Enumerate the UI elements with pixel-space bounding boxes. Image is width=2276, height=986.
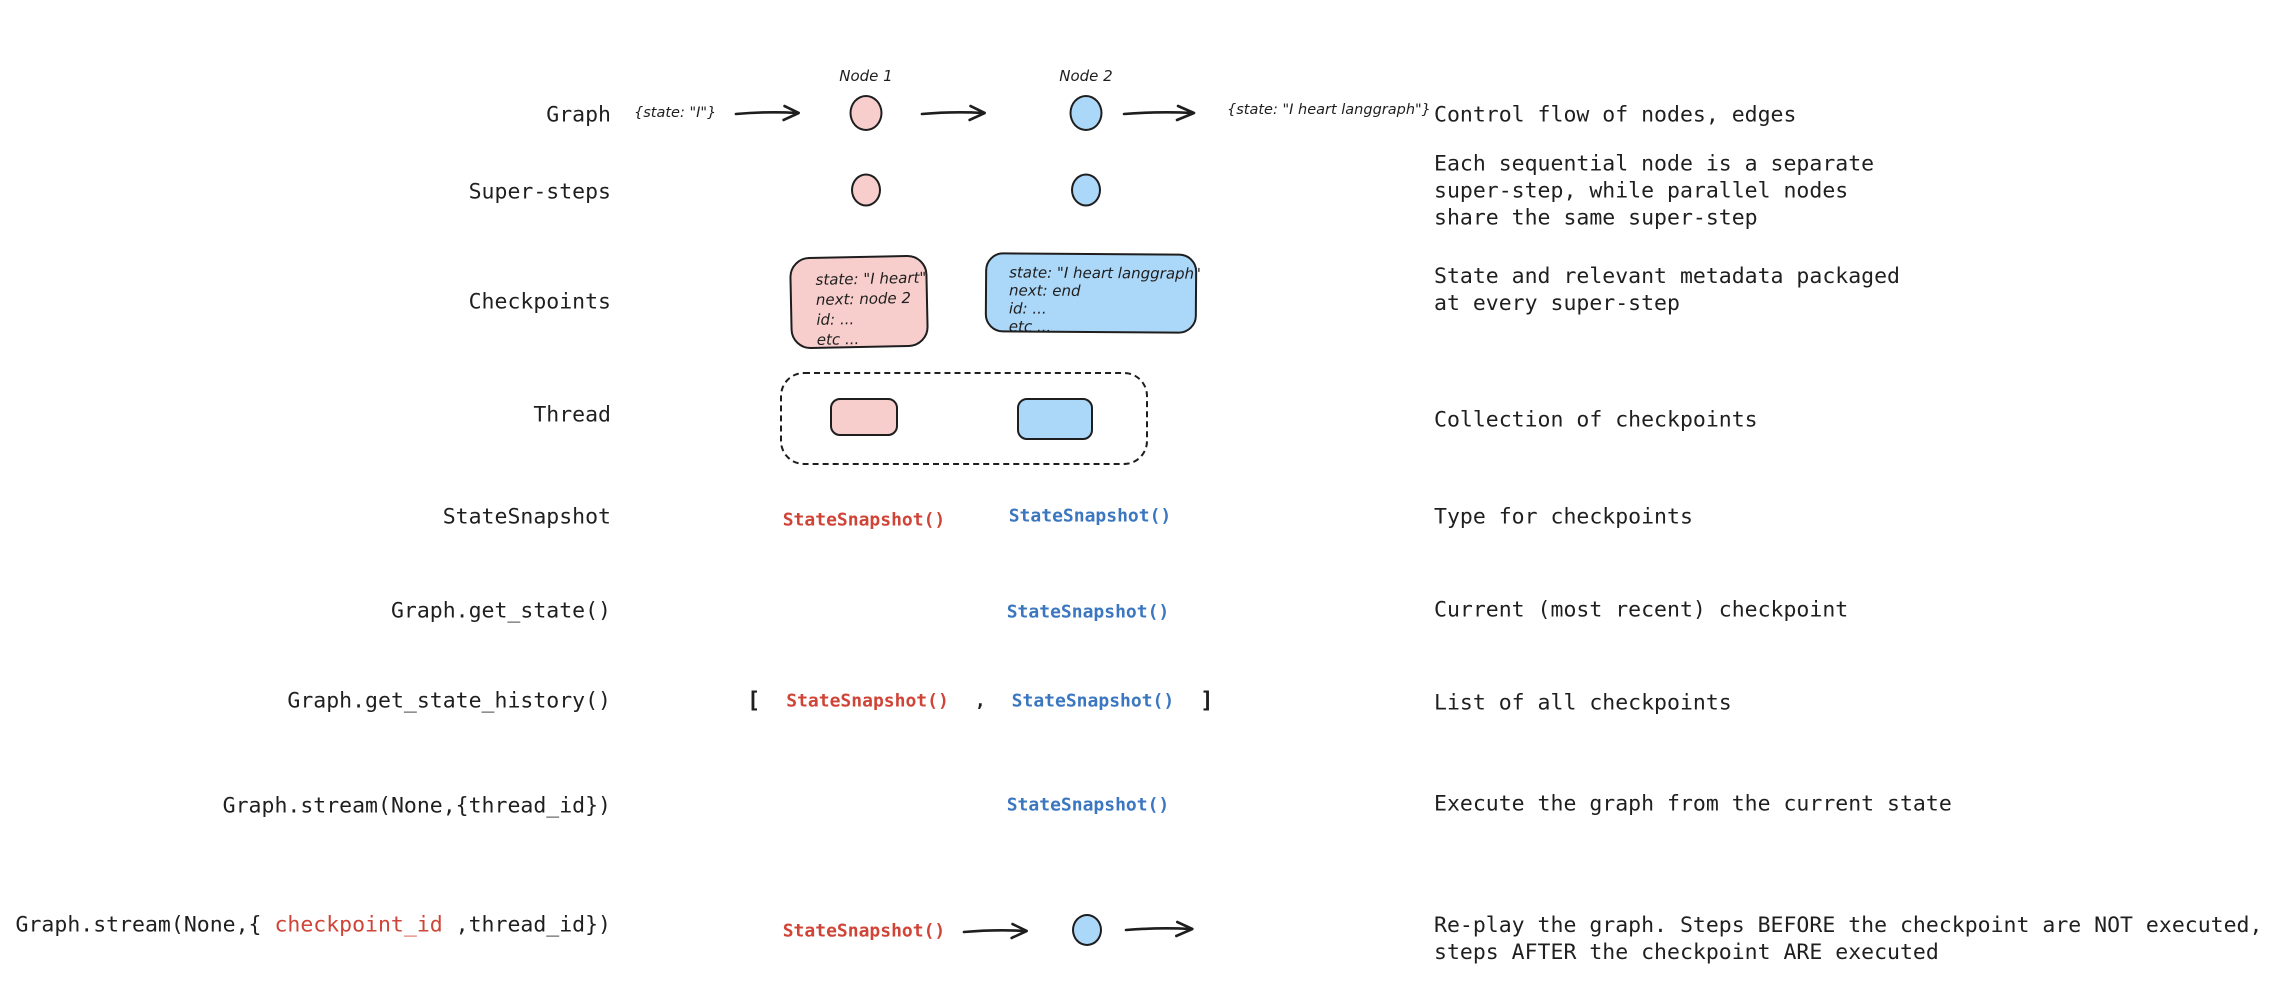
output-state-text: {state: "I heart langgraph"} [1227,102,1431,118]
statesnapshot-call-blue: StateSnapshot() [1008,505,1172,527]
row-label-statesnapshot: StateSnapshot [442,504,611,530]
checkpoint1-box: state: "I heart" next: node 2 id: ... et… [789,254,929,350]
checkpoint-line: next: end [1008,281,1081,300]
label-checkpoint-id: checkpoint_id [274,912,443,938]
node2-circle [1069,95,1103,131]
desc-stream-thread: Execute the graph from the current state [1434,791,1952,817]
desc-super-steps: Each sequential node is a separate super… [1434,151,1874,232]
desc-line: super-step, while parallel nodes [1434,178,1849,204]
statesnapshot-call-red: StateSnapshot() [786,690,949,712]
checkpoint-line: id: ... [816,310,855,329]
state-history-list: [ StateSnapshot() , StateSnapshot() ] [747,689,1213,714]
desc-stream-checkpoint: Re-play the graph. Steps BEFORE the chec… [1434,912,2262,966]
node1-label: Node 1 [839,67,893,85]
arrow-icon [962,922,1028,940]
desc-line: State and relevant metadata packaged [1434,264,1900,289]
statesnapshot-call-blue: StateSnapshot() [1011,690,1175,712]
row-label-graph: Graph [546,102,611,128]
arrow-icon [734,104,800,122]
replay-snapshot: StateSnapshot() [782,920,946,942]
open-bracket: [ [747,688,761,714]
super-step2-circle [1071,173,1101,207]
get-state-result: StateSnapshot() [1006,601,1170,623]
node1-circle [849,95,883,131]
row-label-stream-thread: Graph.stream(None,{thread_id}) [222,793,611,819]
desc-thread: Collection of checkpoints [1434,407,1758,433]
desc-checkpoints: State and relevant metadata packaged at … [1434,263,1900,317]
desc-line: steps AFTER the checkpoint ARE executed [1434,940,1939,965]
checkpoint-line: state: "I heart" [815,268,927,289]
desc-graph: Control flow of nodes, edges [1434,102,1797,128]
replay-node-circle [1072,914,1102,946]
thread-dashed-box [780,372,1148,465]
desc-line: share the same super-step [1434,205,1758,231]
label-prefix: Graph.stream(None,{ [15,912,275,938]
input-state-text: {state: "I"} [634,105,717,121]
checkpoint-line: next: node 2 [815,288,912,309]
desc-statesnapshot: Type for checkpoints [1434,504,1693,530]
checkpoint2-box: state: "I heart langgraph" next: end id:… [984,252,1201,336]
label-suffix: ,thread_id}) [442,912,611,938]
checkpoint-line: state: "I heart langgraph" [1009,263,1202,283]
statesnapshot-call-red: StateSnapshot() [782,509,946,531]
close-bracket: ] [1200,688,1214,714]
node2-label: Node 2 [1059,67,1113,85]
desc-line: at every super-step [1434,291,1680,316]
row-label-thread: Thread [533,402,611,428]
row-label-stream-checkpoint: Graph.stream(None,{ checkpoint_id ,threa… [16,913,611,938]
checkpoint-line: etc ... [816,330,860,349]
comma: , [974,690,986,712]
row-label-get-state-history: Graph.get_state_history() [287,688,611,714]
row-label-get-state: Graph.get_state() [390,598,611,624]
row-label-checkpoints: Checkpoints [468,289,611,315]
row-label-super-steps: Super-steps [468,179,611,205]
thread-checkpoint2 [1017,398,1093,440]
super-step1-circle [851,173,881,207]
desc-get-state: Current (most recent) checkpoint [1434,597,1849,623]
desc-get-state-history: List of all checkpoints [1434,690,1732,716]
arrow-icon [1122,104,1196,122]
checkpoint-line: etc ... [1008,317,1052,336]
desc-line: Each sequential node is a separate [1434,151,1875,177]
desc-line: Re-play the graph. Steps BEFORE the chec… [1434,913,2263,938]
arrow-icon [920,104,986,122]
thread-checkpoint1 [830,398,898,436]
checkpoint-line: id: ... [1008,299,1047,318]
arrow-icon [1124,920,1194,938]
stream-result: StateSnapshot() [1006,794,1170,816]
